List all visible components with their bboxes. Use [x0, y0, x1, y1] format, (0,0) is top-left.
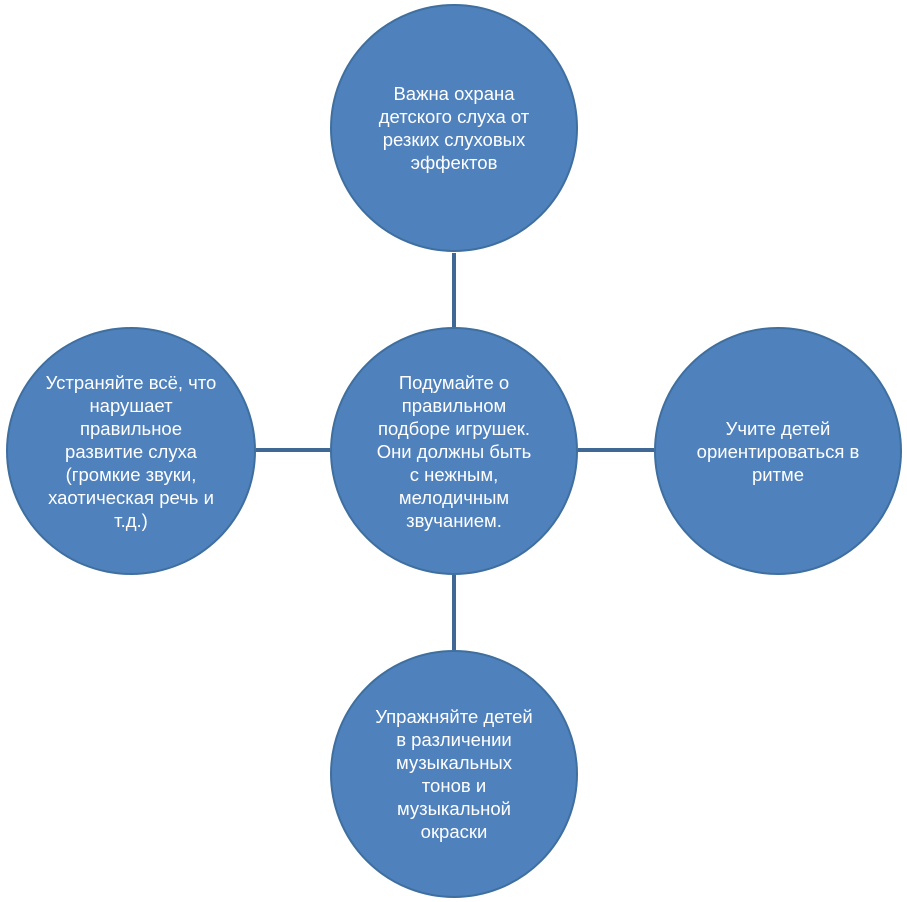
node-center-text: Подумайте о правильном подборе игрушек. … — [376, 371, 532, 531]
node-top: Важна охрана детского слуха от резких сл… — [330, 4, 578, 252]
node-right: Учите детей ориентироваться в ритме — [654, 327, 902, 575]
node-left-text: Устраняйте всё, что нарушает правильное … — [45, 371, 217, 531]
connector-left — [256, 448, 330, 452]
node-bottom: Упражняйте детей в различении музыкальны… — [330, 650, 578, 898]
node-top-text: Важна охрана детского слуха от резких сл… — [378, 83, 530, 173]
node-right-text: Учите детей ориентироваться в ритме — [696, 417, 860, 485]
connector-bottom — [452, 575, 456, 650]
node-center: Подумайте о правильном подборе игрушек. … — [330, 327, 578, 575]
node-left: Устраняйте всё, что нарушает правильное … — [6, 327, 256, 575]
connector-right — [578, 448, 654, 452]
node-bottom-text: Упражняйте детей в различении музыкальны… — [375, 706, 533, 842]
connector-top — [452, 253, 456, 327]
